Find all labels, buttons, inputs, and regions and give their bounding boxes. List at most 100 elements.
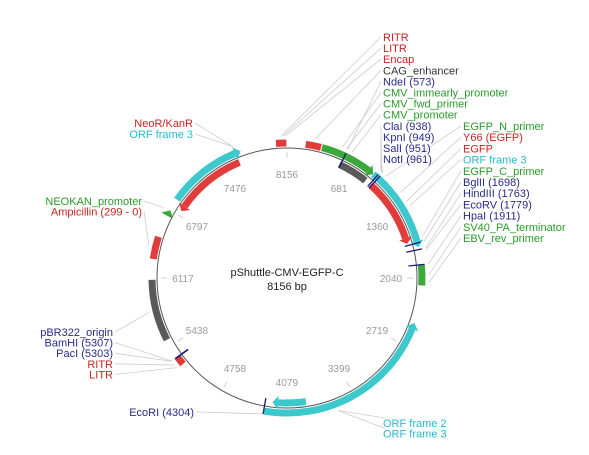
feature-arc[interactable]: [181, 159, 241, 209]
feature-label[interactable]: RITR: [87, 359, 113, 371]
feature-arrowhead: [179, 202, 191, 212]
site-mark: [262, 398, 267, 415]
tick-label: 2040: [380, 274, 403, 285]
feature-label[interactable]: EGFP_C_primer: [463, 166, 545, 178]
leader-line: [346, 103, 382, 150]
feature-arrowhead: [272, 396, 279, 410]
tick-label: 8156: [276, 170, 299, 181]
feature-label[interactable]: NeoR/KanR: [134, 118, 193, 130]
feature-label[interactable]: SalI (951): [383, 143, 431, 155]
feature-arc[interactable]: [305, 140, 322, 151]
leader-line: [195, 411, 264, 415]
feature-label[interactable]: CMV_fwd_primer: [383, 99, 468, 111]
feature-label[interactable]: EBV_rev_primer: [463, 233, 544, 245]
feature-arc[interactable]: [263, 327, 416, 417]
feature-label[interactable]: CMV_immearly_promoter: [383, 88, 509, 100]
leader-line: [143, 211, 150, 246]
site-mark: [406, 248, 423, 253]
leader-line: [425, 204, 462, 250]
leader-line: [338, 410, 386, 419]
feature-label[interactable]: ORF frame 3: [383, 429, 447, 441]
feature-label[interactable]: Ampicillin (299 - 0): [51, 207, 142, 219]
feature-arc[interactable]: [368, 182, 409, 240]
feature-arc[interactable]: [417, 263, 426, 286]
plasmid-name: pShuttle-CMV-EGFP-C: [230, 267, 343, 279]
feature-label[interactable]: PacI (5303): [56, 348, 113, 360]
feature-label[interactable]: LITR: [383, 43, 407, 55]
feature-arrowhead: [161, 210, 174, 219]
tick-label: 4758: [224, 364, 247, 375]
feature-label[interactable]: EGFP_N_primer: [463, 121, 545, 133]
tick-label: 4079: [276, 378, 299, 389]
leader-line: [337, 410, 386, 429]
tick-label: 7476: [224, 184, 247, 195]
plasmid-backbone-circle: [156, 147, 418, 409]
feature-label[interactable]: CAG_enhancer: [383, 65, 459, 77]
tick-mark: [390, 337, 397, 342]
tick-mark: [223, 381, 228, 388]
plasmid-size: 8156 bp: [267, 281, 307, 293]
feature-arc[interactable]: [320, 144, 371, 174]
feature-label[interactable]: HindIII (1763): [463, 188, 530, 200]
site-mark: [174, 348, 189, 360]
leader-line: [282, 47, 382, 137]
feature-label[interactable]: EcoRV (1779): [463, 199, 532, 211]
feature-arc[interactable]: [337, 161, 368, 184]
feature-label[interactable]: NotI (961): [383, 154, 432, 166]
leader-line: [314, 70, 382, 140]
feature-label[interactable]: EGFP: [463, 143, 493, 155]
feature-arrowhead: [364, 164, 374, 176]
feature-arc[interactable]: [277, 398, 307, 407]
feature-label[interactable]: Encap: [383, 54, 414, 66]
feature-label[interactable]: LITR: [89, 369, 113, 381]
feature-label[interactable]: pBR322_origin: [40, 327, 113, 339]
feature-arc[interactable]: [174, 150, 237, 202]
tick-label: 681: [331, 184, 348, 195]
feature-arc[interactable]: [149, 235, 162, 260]
feature-arc[interactable]: [175, 355, 186, 367]
feature-label[interactable]: NdeI (573): [383, 76, 435, 88]
tick-mark: [177, 337, 184, 342]
leader-line: [342, 92, 382, 148]
site-mark: [368, 175, 381, 189]
feature-arrowhead: [405, 322, 419, 332]
feature-arrowhead: [232, 147, 241, 160]
leader-line: [427, 215, 462, 265]
feature-label[interactable]: ORF frame 2: [383, 418, 447, 430]
feature-arc[interactable]: [371, 171, 421, 243]
leader-line: [400, 136, 462, 193]
feature-label[interactable]: KpnI (949): [383, 132, 434, 144]
feature-label[interactable]: Y66 (EGFP): [463, 132, 523, 144]
leader-line: [114, 367, 177, 375]
leader-line: [280, 36, 382, 137]
feature-label[interactable]: EcoRI (4304): [129, 407, 194, 419]
feature-arrowhead: [399, 236, 412, 244]
tick-mark: [177, 214, 184, 219]
leader-line: [351, 114, 382, 153]
feature-label[interactable]: ORF frame 3: [463, 155, 527, 167]
tick-label: 1360: [366, 222, 389, 233]
leader-line: [284, 58, 382, 137]
feature-label[interactable]: CMV_promoter: [383, 110, 458, 122]
site-mark: [367, 174, 379, 187]
leader-line: [428, 226, 462, 276]
leader-line: [143, 200, 164, 209]
leader-line: [409, 159, 462, 207]
feature-label[interactable]: NEOKAN_promoter: [45, 196, 142, 208]
leader-line: [114, 342, 172, 362]
feature-label[interactable]: SV40_PA_terminator: [463, 222, 566, 234]
feature-label[interactable]: BamHI (5307): [45, 338, 113, 350]
feature-arc[interactable]: [148, 279, 171, 342]
site-mark: [404, 241, 421, 247]
feature-label[interactable]: HpaI (1911): [463, 211, 520, 223]
feature-label[interactable]: ClaI (938): [383, 121, 431, 133]
leader-line: [194, 122, 234, 147]
site-mark: [408, 263, 425, 267]
leader-line: [406, 148, 462, 202]
feature-label[interactable]: ORF frame 3: [129, 129, 193, 141]
feature-label[interactable]: RITR: [383, 32, 409, 44]
leader-lines: [114, 36, 462, 429]
feature-label[interactable]: BglII (1698): [463, 177, 520, 189]
